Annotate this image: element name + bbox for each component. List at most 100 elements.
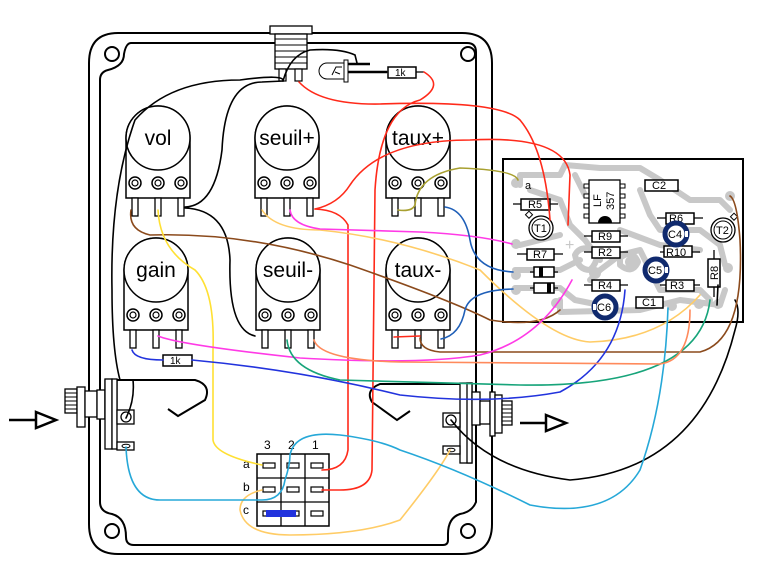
svg-text:T1: T1 bbox=[534, 223, 547, 235]
mounting-hole-top-right bbox=[460, 46, 476, 62]
knob bbox=[254, 105, 320, 171]
polarity-mark: + bbox=[565, 237, 574, 254]
pot-lug bbox=[283, 197, 291, 217]
pot-label: taux+ bbox=[392, 127, 444, 150]
potentiometer-seuil-minus[interactable]: seuil- bbox=[255, 237, 321, 349]
led-resistor-1k: 1k bbox=[383, 66, 424, 79]
switch-col-label-3: 3 bbox=[264, 438, 271, 452]
led-indicator bbox=[318, 59, 387, 83]
resistor-r4: R4 bbox=[584, 279, 628, 292]
resistor-r8: R8 bbox=[707, 250, 721, 297]
pot-lug bbox=[177, 197, 185, 217]
diode-1 bbox=[530, 266, 558, 278]
footswitch-3pdt[interactable]: 3 2 1 a b c bbox=[243, 438, 330, 527]
pot-lug bbox=[129, 329, 137, 349]
ic-label-line2: 357 bbox=[605, 192, 617, 210]
pcb-board: a + LF 357 R5 R7 bbox=[502, 158, 744, 323]
capacitor-c4: C4 bbox=[662, 220, 690, 248]
switch-lug bbox=[310, 462, 324, 469]
pot-lug bbox=[152, 329, 160, 349]
knob bbox=[123, 237, 189, 303]
pot-lug bbox=[261, 329, 269, 349]
pot-lug bbox=[175, 329, 183, 349]
switch-row-label-b: b bbox=[243, 480, 250, 494]
capacitor-c1: C1 bbox=[635, 296, 664, 309]
switch-jumper bbox=[266, 510, 296, 517]
pot-label: taux- bbox=[395, 259, 442, 282]
svg-text:R4: R4 bbox=[598, 280, 612, 292]
resistor-r5: R5 bbox=[513, 198, 558, 211]
pot-lug bbox=[131, 197, 139, 217]
pot-label: seuil+ bbox=[259, 127, 314, 150]
switch-col-label-2: 2 bbox=[288, 438, 295, 452]
enclosure bbox=[88, 32, 493, 555]
resistor-r7: R7 bbox=[517, 248, 563, 261]
potentiometer-seuil-plus[interactable]: seuil+ bbox=[254, 105, 320, 217]
svg-text:C6: C6 bbox=[597, 302, 611, 314]
knob bbox=[125, 105, 191, 171]
dc-power-jack[interactable] bbox=[269, 25, 313, 82]
svg-text:R3: R3 bbox=[670, 280, 684, 292]
resistor-r2: R2 bbox=[584, 246, 628, 259]
potentiometer-gain[interactable]: gain bbox=[123, 237, 189, 349]
pot-lug bbox=[307, 329, 315, 349]
svg-text:R2: R2 bbox=[598, 247, 612, 259]
svg-text:T2: T2 bbox=[716, 225, 729, 237]
mounting-hole-bottom-left bbox=[104, 523, 120, 539]
transistor-t1: T1 bbox=[524, 210, 554, 241]
switch-col-label-1: 1 bbox=[312, 438, 319, 452]
svg-text:C5: C5 bbox=[648, 265, 662, 277]
svg-text:R8: R8 bbox=[709, 266, 721, 280]
svg-text:C1: C1 bbox=[642, 297, 656, 309]
capacitor-c2: C2 bbox=[644, 179, 679, 192]
transistor-t2: T2 bbox=[710, 212, 739, 243]
diode-2 bbox=[530, 282, 558, 294]
svg-text:R10: R10 bbox=[666, 247, 686, 259]
svg-text:C2: C2 bbox=[652, 180, 666, 192]
svg-text:R5: R5 bbox=[528, 199, 542, 211]
pcb-pad-label-a: a bbox=[525, 180, 532, 192]
output-arrow-icon bbox=[520, 413, 570, 433]
wires bbox=[111, 48, 742, 536]
output-jack[interactable] bbox=[368, 382, 513, 464]
pot-label: gain bbox=[136, 259, 176, 282]
switch-lug bbox=[286, 486, 300, 493]
svg-text:1k: 1k bbox=[170, 356, 182, 367]
pot-lug bbox=[391, 329, 399, 349]
switch-row-label-a: a bbox=[243, 457, 250, 471]
switch-lug bbox=[310, 510, 324, 517]
svg-text:C4: C4 bbox=[668, 229, 682, 241]
capacitor-c6: C6 bbox=[591, 293, 619, 321]
pot-lug bbox=[260, 197, 268, 217]
svg-text:R9: R9 bbox=[598, 231, 612, 243]
potentiometer-taux-plus[interactable]: taux+ bbox=[385, 105, 451, 217]
pot-lug bbox=[414, 197, 422, 217]
pot-lug bbox=[391, 197, 399, 217]
svg-text:R7: R7 bbox=[533, 249, 547, 261]
pot-lug bbox=[437, 197, 445, 217]
input-arrow-icon bbox=[9, 410, 60, 430]
mounting-hole-bottom-right bbox=[460, 523, 476, 539]
capacitor-c5: C5 bbox=[642, 256, 670, 284]
mounting-hole-top-left bbox=[104, 46, 120, 62]
switch-row-label-c: c bbox=[243, 503, 249, 517]
pot-label: vol bbox=[145, 127, 172, 150]
switch-lug bbox=[262, 462, 276, 469]
resistor-r3: R3 bbox=[660, 279, 700, 292]
switch-lug bbox=[286, 462, 300, 469]
resistor-r10: R10 bbox=[660, 245, 700, 259]
switch-lug bbox=[262, 486, 276, 493]
switch-lug bbox=[310, 486, 324, 493]
input-jack[interactable] bbox=[64, 378, 208, 451]
potentiometer-vol[interactable]: vol bbox=[125, 105, 191, 217]
pot-lug bbox=[306, 197, 314, 217]
svg-text:1k: 1k bbox=[395, 68, 407, 79]
knob bbox=[385, 105, 451, 171]
ic-lf357: LF 357 bbox=[583, 179, 626, 224]
potentiometer-taux-minus[interactable]: taux- bbox=[385, 237, 451, 349]
resistor-r9: R9 bbox=[584, 230, 628, 243]
gain-resistor-1k: 1k bbox=[162, 354, 193, 367]
pot-lug bbox=[414, 329, 422, 349]
pot-label: seuil- bbox=[263, 259, 313, 282]
